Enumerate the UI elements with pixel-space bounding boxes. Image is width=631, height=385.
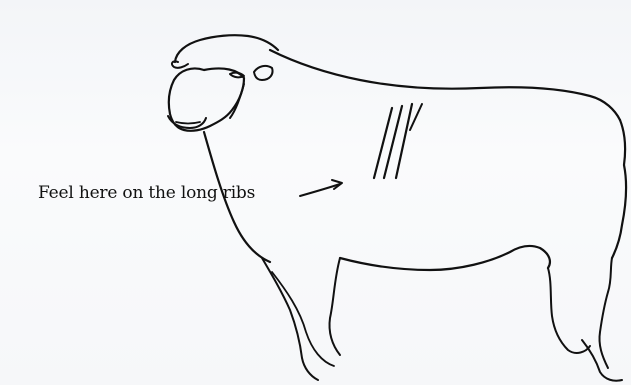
front-leg-rear: [329, 258, 340, 355]
hind-quarter-outline: [599, 258, 612, 368]
ear-right: [254, 66, 273, 80]
callout-label: Feel here on the long ribs: [38, 183, 255, 203]
rib-mark: [374, 108, 392, 178]
face-outline: [169, 68, 244, 130]
back-outline: [270, 50, 620, 120]
head-top-outline: [175, 35, 278, 62]
rump-outline: [612, 120, 626, 258]
belly-outline: [340, 246, 550, 270]
ear-left: [172, 61, 188, 67]
front-leg-inner: [272, 272, 334, 366]
hind-leg-front: [548, 268, 590, 353]
hind-hoof: [582, 340, 622, 381]
front-leg-front: [262, 258, 318, 380]
rib-mark: [396, 104, 412, 178]
eye: [230, 73, 244, 78]
mouth-line: [176, 122, 200, 124]
